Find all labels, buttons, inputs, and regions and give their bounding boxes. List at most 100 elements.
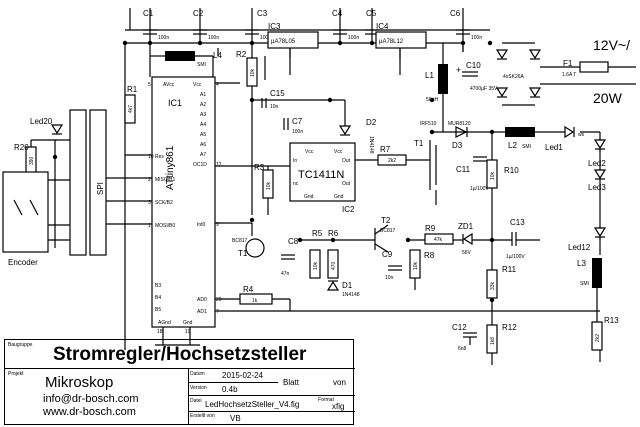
divider [188, 368, 189, 425]
ic2-pin: Out [342, 181, 351, 187]
resistor-r3: R3 10k [254, 163, 274, 215]
t2-val: BC817 [380, 228, 396, 234]
inductor-l3: L3 SMI [577, 258, 602, 288]
f1-ref: F1 [563, 59, 573, 68]
resistor-r9: R9 47k [424, 224, 454, 245]
t1-val: IRF510 [420, 121, 437, 127]
author-value: VB [230, 414, 241, 423]
ic1-pin-avcc: AVcc [163, 82, 175, 88]
ic2-pin: Vcc [305, 149, 314, 155]
c2-val: 100n [208, 35, 219, 41]
r5-ref: R5 [312, 229, 323, 238]
ic1-pin-miso: MISO/B1 [155, 177, 176, 183]
ic1-ref: IC1 [168, 98, 182, 108]
r4-ref: R4 [243, 285, 254, 294]
capacitor-c7: C7 100n [283, 117, 303, 135]
driver-ic2: TC1411N IC2 Vcc Vcc In Out nc Out Gnd Gn… [289, 142, 356, 214]
resistor-r10: R10 10k [486, 159, 519, 189]
spi-connector: SPI [54, 109, 107, 256]
ic1-pin-a5: A5 [200, 132, 206, 138]
d1-val: 1N4148 [342, 292, 360, 298]
r8-ref: R8 [424, 251, 435, 260]
ic1-pin-agnd: AGnd [158, 320, 171, 326]
ic1-pin-b4: B4 [155, 295, 161, 301]
c12-val: 6n8 [458, 346, 467, 352]
l2-val: SMI [522, 144, 531, 150]
ic1-pin-mosi: MOSI/B0 [155, 223, 176, 229]
divider [188, 382, 278, 383]
c15-ref: C15 [270, 89, 285, 98]
project-name: Mikroskop [45, 374, 114, 391]
led20-ref: Led20 [30, 117, 53, 126]
zener-zd1: ZD1 56V [458, 222, 474, 256]
format-value: xfig [332, 402, 345, 411]
r1-val: 4k7 [128, 105, 134, 113]
ic1-pin-num: 1 [148, 223, 151, 229]
ic1-name: ATtiny861 [165, 145, 176, 190]
c13-val: 1µ/100V [506, 254, 525, 260]
ic1-pin-num: 19 [185, 329, 191, 335]
c4-val: 100n [348, 35, 359, 41]
capacitor-c12: C12 6n8 [452, 323, 477, 352]
r4-val: 1k [252, 298, 258, 304]
l4-val: SMI [197, 62, 206, 68]
ic3-ref: IC3 [268, 22, 281, 31]
ic1-pin-num: 7 [216, 309, 219, 315]
r3-val: 10k [266, 181, 272, 190]
label-format: Format [318, 397, 334, 403]
title-block: Baugruppe Stromregler/Hochsetzsteller Pr… [4, 339, 355, 425]
c12-ref: C12 [452, 323, 467, 332]
r10-ref: R10 [504, 166, 519, 175]
l4-ref: L4 [213, 51, 222, 60]
c7-val: 100n [292, 129, 303, 135]
project-email: info@dr-bosch.com [43, 393, 139, 405]
version-value: 0.4b [222, 385, 238, 394]
ic1-connections [100, 82, 600, 346]
label-date: Datum [190, 371, 205, 377]
c6-val: 100n [471, 35, 482, 41]
ic2-pin: Gnd [304, 194, 314, 200]
c6-ref: C6 [450, 9, 461, 18]
d2-val: 1N4148 [368, 136, 374, 154]
r12-ref: R12 [502, 323, 517, 332]
r3-ref: R3 [254, 163, 265, 172]
c4-ref: C4 [332, 9, 343, 18]
l2-ref: L2 [508, 141, 517, 150]
r13-val: 2k2 [595, 334, 601, 342]
c5-ref: C5 [366, 9, 377, 18]
inductor-l2: L2 SMI [432, 127, 565, 150]
t1-bc817-ref: T1 [238, 249, 248, 258]
l3-val: SMI [580, 281, 589, 287]
capacitor-c6: C6 100n [450, 8, 482, 41]
ic2-ref: IC2 [342, 205, 355, 214]
led1-ref: Led1 [545, 143, 563, 152]
r9-val: 47k [434, 237, 443, 243]
ic1-pin-a3: A3 [200, 112, 206, 118]
project-web: www.dr-bosch.com [43, 406, 136, 418]
transistor-t2: T2 BC817 [374, 216, 396, 253]
regulator-ic4: IC4 µA78L12 [375, 22, 427, 58]
resistor-r5: R5 10k [309, 229, 323, 279]
capacitor-c11: C11 1µ/100V [456, 156, 489, 192]
led2-ref: Led2 [588, 159, 606, 168]
r2-ref: R2 [236, 50, 247, 59]
file-name: LedHochsetzSteller_V4.fig [205, 400, 300, 409]
d2-ref: D2 [366, 118, 377, 127]
divider [188, 395, 355, 396]
r20-ref: R20 [14, 143, 29, 152]
resistor-r6: R6 470 [327, 229, 339, 279]
ic1-pin-num: 10 [148, 154, 154, 160]
ic1-pin-a7: A7 [200, 152, 206, 158]
capacitor-c2: C2 100n [193, 8, 219, 41]
inductor-l1: L1 50µH [425, 43, 448, 132]
c11-val: 1µ/100V [470, 186, 489, 192]
r20-val: 390 [29, 156, 35, 165]
capacitor-c10: + C10 4700µF 35V [456, 61, 498, 92]
c7-ref: C7 [292, 117, 303, 126]
led3-ref: Led3 [588, 183, 606, 192]
capacitor-c4: C4 100n [332, 8, 359, 41]
resistor-r8: R8 10k [409, 249, 435, 279]
ic1-pin-num: 18 [157, 329, 163, 335]
r11-val: 33k [490, 281, 496, 290]
led-string: Led1 ws Led2 Led3 Led12 [545, 125, 606, 255]
